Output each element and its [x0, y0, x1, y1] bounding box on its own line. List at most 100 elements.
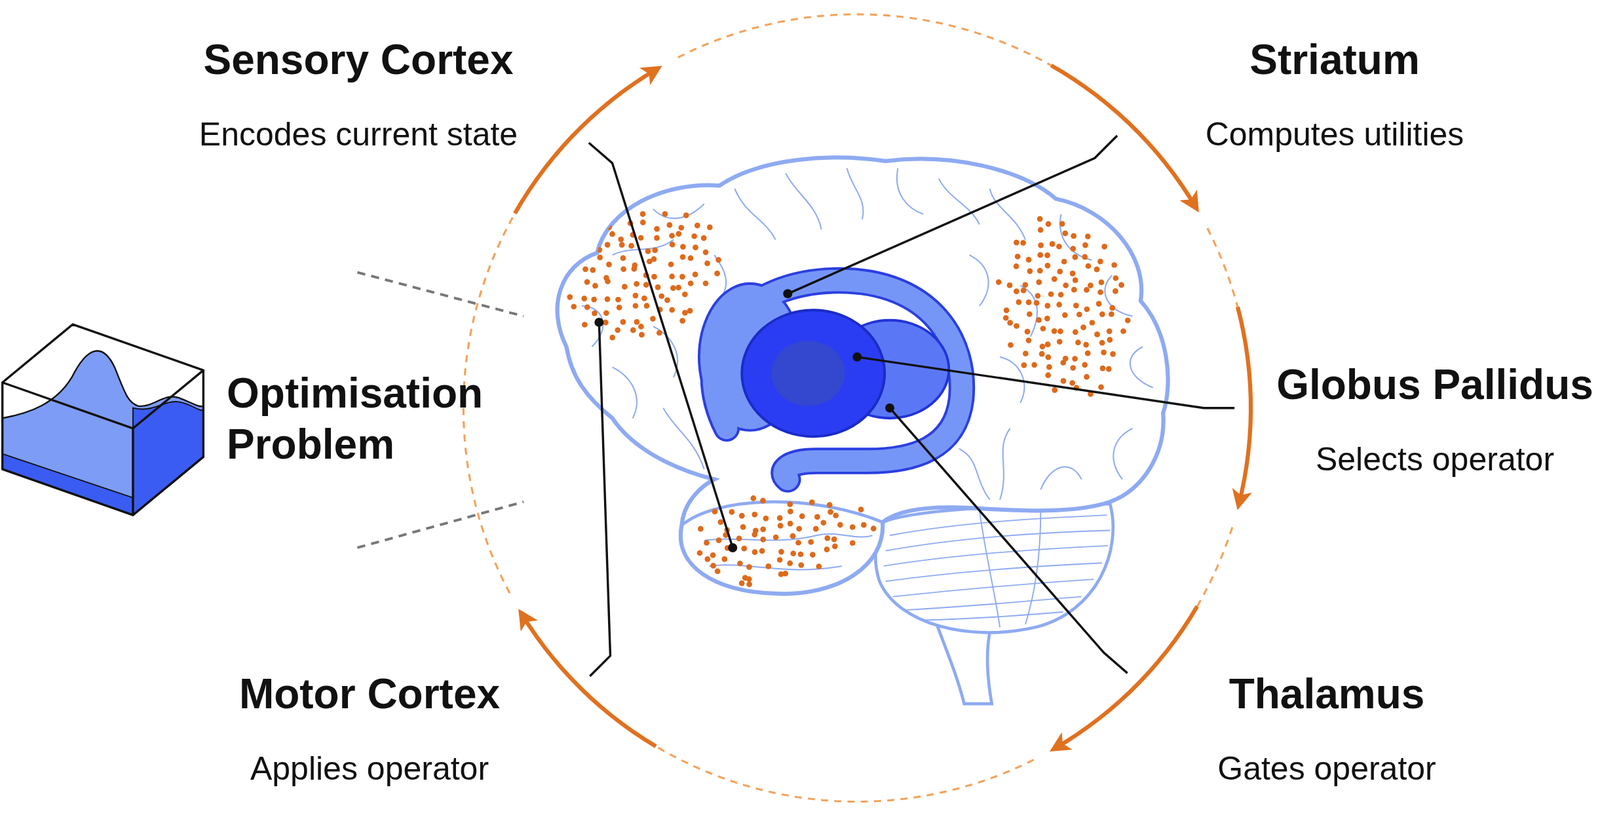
activity-dot: [1031, 362, 1038, 369]
activity-dot: [714, 568, 721, 575]
activity-dot: [1020, 239, 1027, 246]
activity-dot: [1056, 302, 1063, 308]
activity-dot: [669, 241, 676, 248]
activity-dot: [1040, 325, 1047, 332]
leader-line: [889, 408, 1128, 674]
activity-dot: [741, 545, 747, 552]
activity-dot: [620, 255, 627, 262]
cerebellum: [875, 503, 1114, 633]
gyrus-line: [708, 564, 842, 570]
activity-dot: [1100, 349, 1107, 356]
activity-dot: [832, 543, 839, 550]
activity-dot: [1069, 270, 1076, 277]
cycle-arrow: [463, 213, 656, 747]
activity-dot: [858, 506, 865, 513]
activity-dot: [1081, 361, 1088, 368]
activity-dot: [1013, 263, 1020, 270]
activity-dot: [782, 570, 789, 577]
region-label: Sensory CortexEncodes current state: [174, 36, 542, 152]
activity-dot: [656, 330, 663, 337]
activity-dot: [632, 302, 639, 309]
fold-line: [979, 509, 1000, 628]
cube-edges: [2, 324, 204, 515]
activity-dot: [795, 539, 802, 546]
activity-dot: [1105, 366, 1112, 373]
activity-dot: [729, 509, 736, 515]
region-name: Sensory Cortex: [174, 36, 542, 84]
activity-dot: [641, 295, 648, 302]
activity-dot: [1056, 338, 1063, 345]
activity-dot: [1013, 239, 1020, 246]
activity-dot: [606, 261, 612, 268]
activity-dot: [715, 256, 722, 263]
activity-dot: [1044, 252, 1051, 259]
activity-dot: [687, 255, 694, 262]
activity-dot: [1108, 311, 1115, 318]
activity-dot: [609, 231, 616, 238]
landscape-base: [2, 454, 134, 515]
activity-dot: [666, 222, 673, 229]
activity-dot: [1100, 365, 1106, 372]
region-label: Optimisation Problem: [226, 367, 515, 470]
activity-dot: [778, 549, 785, 555]
activity-dot: [1096, 300, 1103, 307]
activity-dot: [658, 293, 665, 300]
activity-dot: [664, 297, 671, 304]
activity-dot: [751, 531, 758, 538]
activity-dot: [1118, 282, 1125, 289]
activity-dot: [813, 526, 820, 533]
activity-dot: [590, 296, 597, 303]
gyrus-line: [847, 168, 864, 220]
activity-dot: [807, 539, 814, 546]
activity-dot: [704, 260, 711, 267]
activity-dot: [760, 497, 766, 504]
activity-dot: [737, 560, 743, 567]
pallidum-core: [771, 340, 845, 407]
activity-dot: [1084, 306, 1091, 313]
activity-dot: [651, 256, 658, 263]
activity-dot: [651, 247, 658, 254]
activity-dot: [1024, 328, 1031, 335]
activity-dot: [640, 210, 647, 217]
arrow-stroke: [1050, 65, 1196, 208]
activity-dot: [606, 224, 612, 231]
activity-dot: [820, 519, 827, 526]
region-name: Striatum: [1151, 36, 1519, 84]
activity-dot: [1039, 343, 1046, 350]
activity-dot: [1106, 336, 1113, 343]
activity-dot: [1076, 311, 1083, 318]
activity-dot: [1020, 362, 1027, 369]
activity-dot: [1026, 337, 1032, 344]
region-label: StriatumComputes utilities: [1151, 36, 1519, 152]
activity-dot: [837, 522, 844, 529]
activity-dot: [1057, 328, 1064, 335]
landscape-cube: [2, 324, 204, 515]
activity-dot: [750, 495, 757, 502]
caudate-body: [713, 280, 962, 480]
activity-dot: [746, 564, 753, 571]
activity-dot: [716, 537, 723, 544]
caudate-border: [713, 280, 962, 480]
activity-dot: [1062, 230, 1068, 237]
activity-dot: [1026, 256, 1032, 263]
activity-dot: [1073, 302, 1080, 309]
activity-dot: [581, 295, 588, 302]
leader-line: [787, 135, 1118, 294]
fold-line: [885, 562, 1103, 582]
activity-dot: [721, 556, 728, 563]
activity-dot: [809, 551, 816, 558]
gyri: [581, 168, 1154, 571]
arrow-trail: [1197, 527, 1233, 607]
activity-dot: [1083, 374, 1090, 381]
activity-dot: [1069, 245, 1076, 252]
activity-dot: [604, 278, 611, 285]
activity-dot: [591, 310, 598, 317]
activity-dot: [680, 254, 686, 261]
activity-dot: [827, 509, 834, 515]
cycle-arrow: [514, 14, 1051, 214]
region-label: ThalamusGates operator: [1143, 670, 1511, 786]
activity-dot: [1083, 342, 1089, 348]
gyrus-line: [969, 254, 989, 306]
activity-dot: [675, 284, 682, 291]
activity-dot: [710, 552, 717, 559]
